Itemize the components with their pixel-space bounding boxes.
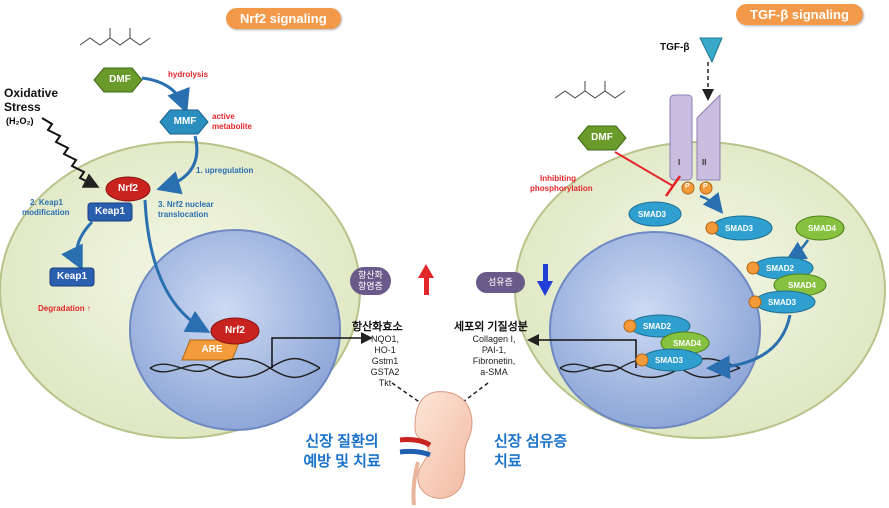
kidney-fibrosis-text: 신장 섬유증 치료 [494, 432, 594, 472]
pill-line1: 항산화 [358, 270, 383, 280]
kor-left-line2: 예방 및 치료 [303, 453, 381, 470]
dna-left [149, 357, 321, 379]
inhibition-line [614, 151, 674, 187]
dmf-structure-right [554, 81, 626, 99]
p-label: P [703, 183, 708, 190]
list-item: Fibronetin, [472, 356, 516, 366]
keap1-degradation-arrow [61, 220, 94, 271]
nuclear-import-arrow [706, 314, 792, 380]
kidney-vessel-red [399, 437, 432, 448]
phosphorylation-label: phosphorylation [530, 184, 593, 193]
kidney-disease-text: 신장 질환의 예방 및 치료 [292, 432, 392, 472]
smad-activation-arrow [699, 192, 724, 214]
smad2-label: SMAD2 [766, 264, 795, 273]
oxidative-label: Oxidative [4, 86, 59, 100]
smad3-label: SMAD3 [638, 210, 667, 219]
inhibition-bar [664, 175, 682, 197]
kor-right-line2: 치료 [494, 453, 522, 470]
phospho-1 [681, 181, 695, 195]
step3-line1: 3. Nrf2 nuclear [158, 200, 214, 209]
dmf-label-right: DMF [591, 132, 613, 143]
metabolite-label: metabolite [212, 122, 253, 131]
dmf-label-left: DMF [109, 74, 131, 85]
are-label: ARE [201, 344, 223, 355]
antioxidant-pill: 항산화 항염증 [350, 267, 391, 295]
keap1-free [49, 267, 95, 287]
dmf-hexagon-right [577, 125, 627, 151]
keap1-label-free: Keap1 [56, 271, 87, 282]
receptor-i [669, 94, 693, 181]
tgf-ligand [699, 37, 723, 64]
nrf2-nucleus [210, 317, 260, 345]
list-item: Tkt [378, 378, 392, 388]
hydrolysis-arrow [141, 76, 190, 114]
smad4-label: SMAD4 [808, 224, 837, 233]
list-item: PAI-1, [481, 345, 507, 355]
ecm-list: Collagen I, PAI-1, Fibronetin, a-SMA [464, 334, 524, 378]
antioxidant-enzyme-heading: 항산화효소 [352, 321, 403, 333]
smad4-label: SMAD4 [673, 339, 702, 348]
smad3-label: SMAD3 [768, 298, 797, 307]
active-label: active [212, 112, 235, 121]
degradation-label: Degradation ↑ [38, 304, 91, 313]
step2-line1: 2. Keap1 [30, 198, 63, 207]
kidney-vessel-blue [399, 448, 431, 458]
receptor-ii-label: II [702, 158, 707, 167]
stress-label: Stress [4, 100, 41, 114]
antioxidant-enzyme-list: NQO1, HO-1 Gstm1 GSTA2 Tkt [360, 334, 410, 389]
banner-nrf2: Nrf2 signaling [226, 8, 341, 29]
list-item: HO-1 [374, 345, 396, 355]
inhibiting-label: Inhibiting [540, 174, 576, 183]
translocation-arrow [143, 199, 211, 333]
list-item: a-SMA [480, 367, 508, 377]
banner-tgf: TGF-β signaling [736, 4, 863, 25]
smad4-free [795, 215, 845, 241]
keap1-label-bound: Keap1 [94, 206, 125, 217]
step1-label: 1. upregulation [196, 166, 254, 175]
upregulation-arrow [156, 135, 199, 195]
hydrolysis-label: hydrolysis [168, 70, 209, 79]
step2-line2: modification [22, 208, 70, 217]
p-label: P [685, 183, 690, 190]
smad3-label: SMAD3 [655, 356, 684, 365]
nrf2-label: Nrf2 [117, 183, 138, 194]
dmf-structure-left [79, 28, 151, 46]
dmf-hexagon-left [93, 67, 143, 93]
oxidative-zigzag [41, 117, 100, 188]
tgf-label: TGF-β [660, 42, 690, 53]
kidney-ureter [411, 461, 420, 506]
h2o2-label: (H₂O₂) [6, 116, 34, 126]
kidney [414, 391, 473, 499]
smad2-label: SMAD2 [643, 322, 672, 331]
fibrosis-pill: 섬유증 [476, 272, 525, 293]
list-item: Collagen I, [472, 334, 516, 344]
keap1-bound [87, 202, 133, 222]
list-item: Gstm1 [371, 356, 399, 366]
list-item: GSTA2 [370, 367, 400, 377]
kor-left-line1: 신장 질환의 [305, 433, 379, 450]
kor-right-line1: 신장 섬유증 [494, 433, 568, 450]
up-arrow-red [418, 264, 434, 295]
smad3-label: SMAD3 [725, 224, 754, 233]
step3-line2: translocation [158, 210, 209, 219]
receptor-ii [696, 93, 721, 181]
mmf-hexagon [159, 109, 209, 135]
ecm-heading: 세포외 기질성분 [454, 321, 528, 333]
nrf2-cytoplasm [105, 176, 151, 202]
mmf-label: MMF [173, 116, 197, 127]
receptor-i-label: I [678, 158, 681, 167]
are-output-arrow [271, 332, 373, 368]
list-item: NQO1, [370, 334, 399, 344]
pill-line2: 항염증 [358, 281, 383, 291]
smad3-phosphorylated [628, 201, 682, 227]
down-arrow-blue [537, 264, 553, 296]
nrf2-nucleus-label: Nrf2 [224, 325, 245, 336]
smad4-label: SMAD4 [788, 281, 817, 290]
